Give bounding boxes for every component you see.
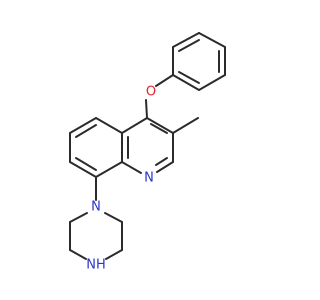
bond — [172, 74, 200, 91]
oxygen-atom-label: O — [146, 85, 156, 100]
double-bond-inner — [75, 124, 97, 138]
molecule-structure: O N N NH — [69, 32, 226, 273]
bond — [198, 74, 226, 91]
quinoline-pyridine-ring — [121, 117, 174, 174]
bond — [95, 117, 123, 134]
bond — [69, 249, 87, 260]
bond — [156, 161, 174, 173]
bond — [95, 161, 123, 178]
bond — [172, 32, 200, 48]
phenyl-ring — [172, 32, 226, 91]
bond — [69, 117, 97, 134]
double-bond-inner — [178, 39, 200, 52]
quinoline-nitrogen-label: N — [144, 171, 154, 186]
piperazine-nh-label: NH — [86, 258, 106, 273]
bond — [69, 212, 88, 223]
double-bond-inner — [75, 157, 97, 171]
bond — [146, 117, 174, 134]
piperazine-n1-label: N — [91, 200, 101, 215]
bond — [121, 161, 142, 174]
bond — [145, 99, 148, 119]
double-bond-inner — [150, 123, 168, 134]
double-bond-inner — [155, 157, 168, 166]
piperazine-ring — [69, 212, 123, 260]
bond — [69, 161, 97, 178]
quinoline-benzo-ring — [69, 117, 123, 178]
double-bond-inner — [178, 71, 200, 84]
bond — [104, 212, 123, 223]
bond — [121, 117, 148, 134]
ether-linkage — [145, 74, 174, 119]
bond — [105, 249, 123, 260]
bond — [198, 32, 226, 48]
methyl-bond — [172, 117, 199, 134]
bond — [155, 74, 174, 87]
